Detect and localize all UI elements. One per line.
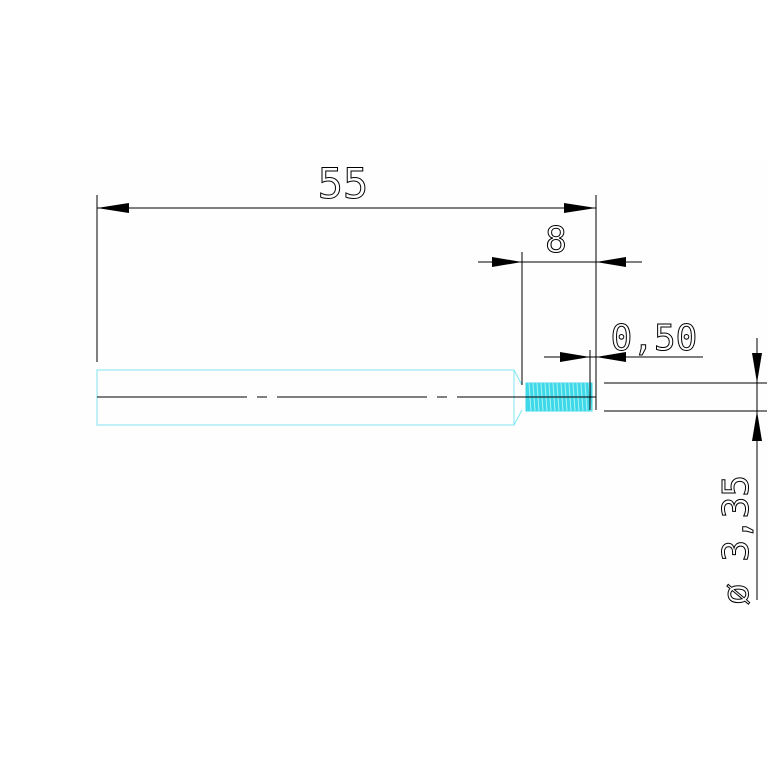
dimension-label-55: 55: [318, 159, 369, 208]
arrowhead-diameter-top: [752, 353, 762, 383]
arrowhead-050-right: [596, 352, 626, 362]
arrowhead-050-left: [560, 352, 590, 362]
drawing-area: [0, 160, 767, 600]
arrowhead-55-right: [564, 203, 596, 213]
arrowhead-8-left: [492, 257, 522, 267]
arrowhead-8-right: [596, 257, 626, 267]
neck-top-edge: [513, 369, 523, 386]
neck-bottom-edge: [513, 409, 523, 426]
dimension-label-050: 0,50: [611, 318, 698, 359]
dimension-label-8: 8: [545, 220, 567, 261]
arrowhead-diameter-bottom: [752, 411, 762, 441]
arrowhead-55-left: [97, 203, 129, 213]
dimension-label-diameter: ø 3,35: [716, 475, 757, 605]
